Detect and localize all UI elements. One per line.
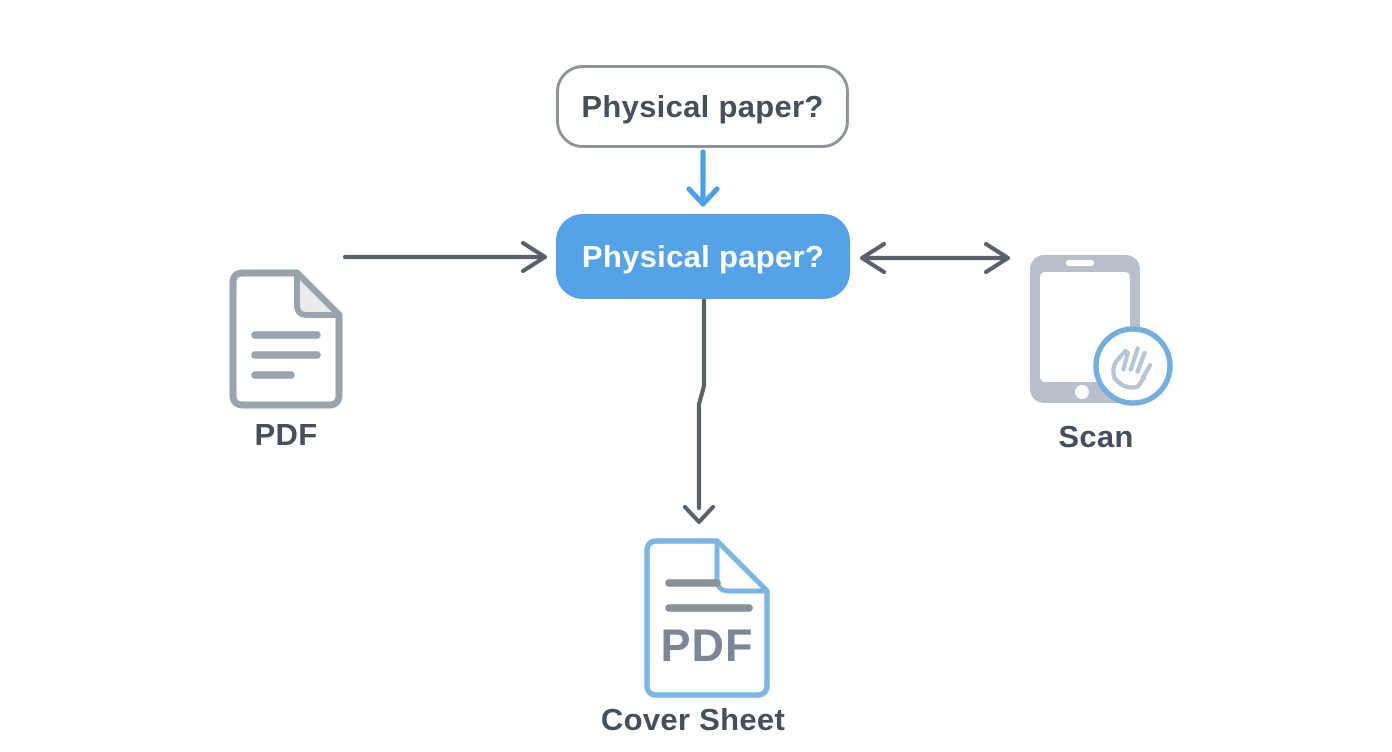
- smartphone-icon: [1030, 255, 1173, 406]
- arrow-center-to-scan-bidirectional: [859, 241, 1011, 275]
- node-physical-paper-question: Physical paper?: [556, 65, 849, 148]
- scan-label: Scan: [1058, 419, 1134, 454]
- cover-sheet-label: Cover Sheet: [600, 702, 786, 737]
- cover-sheet-pdf-text: PDF: [661, 620, 754, 671]
- arrow-question-to-center: [686, 149, 720, 207]
- node-physical-paper-question-label: Physical paper?: [581, 88, 824, 124]
- hand-gesture-icon: [1093, 326, 1173, 406]
- node-physical-paper-active: Physical paper?: [556, 214, 850, 299]
- cover-sheet-pdf-icon: PDF: [644, 538, 770, 698]
- pdf-label: PDF: [254, 417, 318, 452]
- node-physical-paper-active-label: Physical paper?: [581, 238, 825, 274]
- arrow-center-to-cover-sheet: [682, 297, 716, 525]
- arrow-pdf-to-center: [342, 240, 548, 274]
- pdf-document-icon: [229, 269, 343, 409]
